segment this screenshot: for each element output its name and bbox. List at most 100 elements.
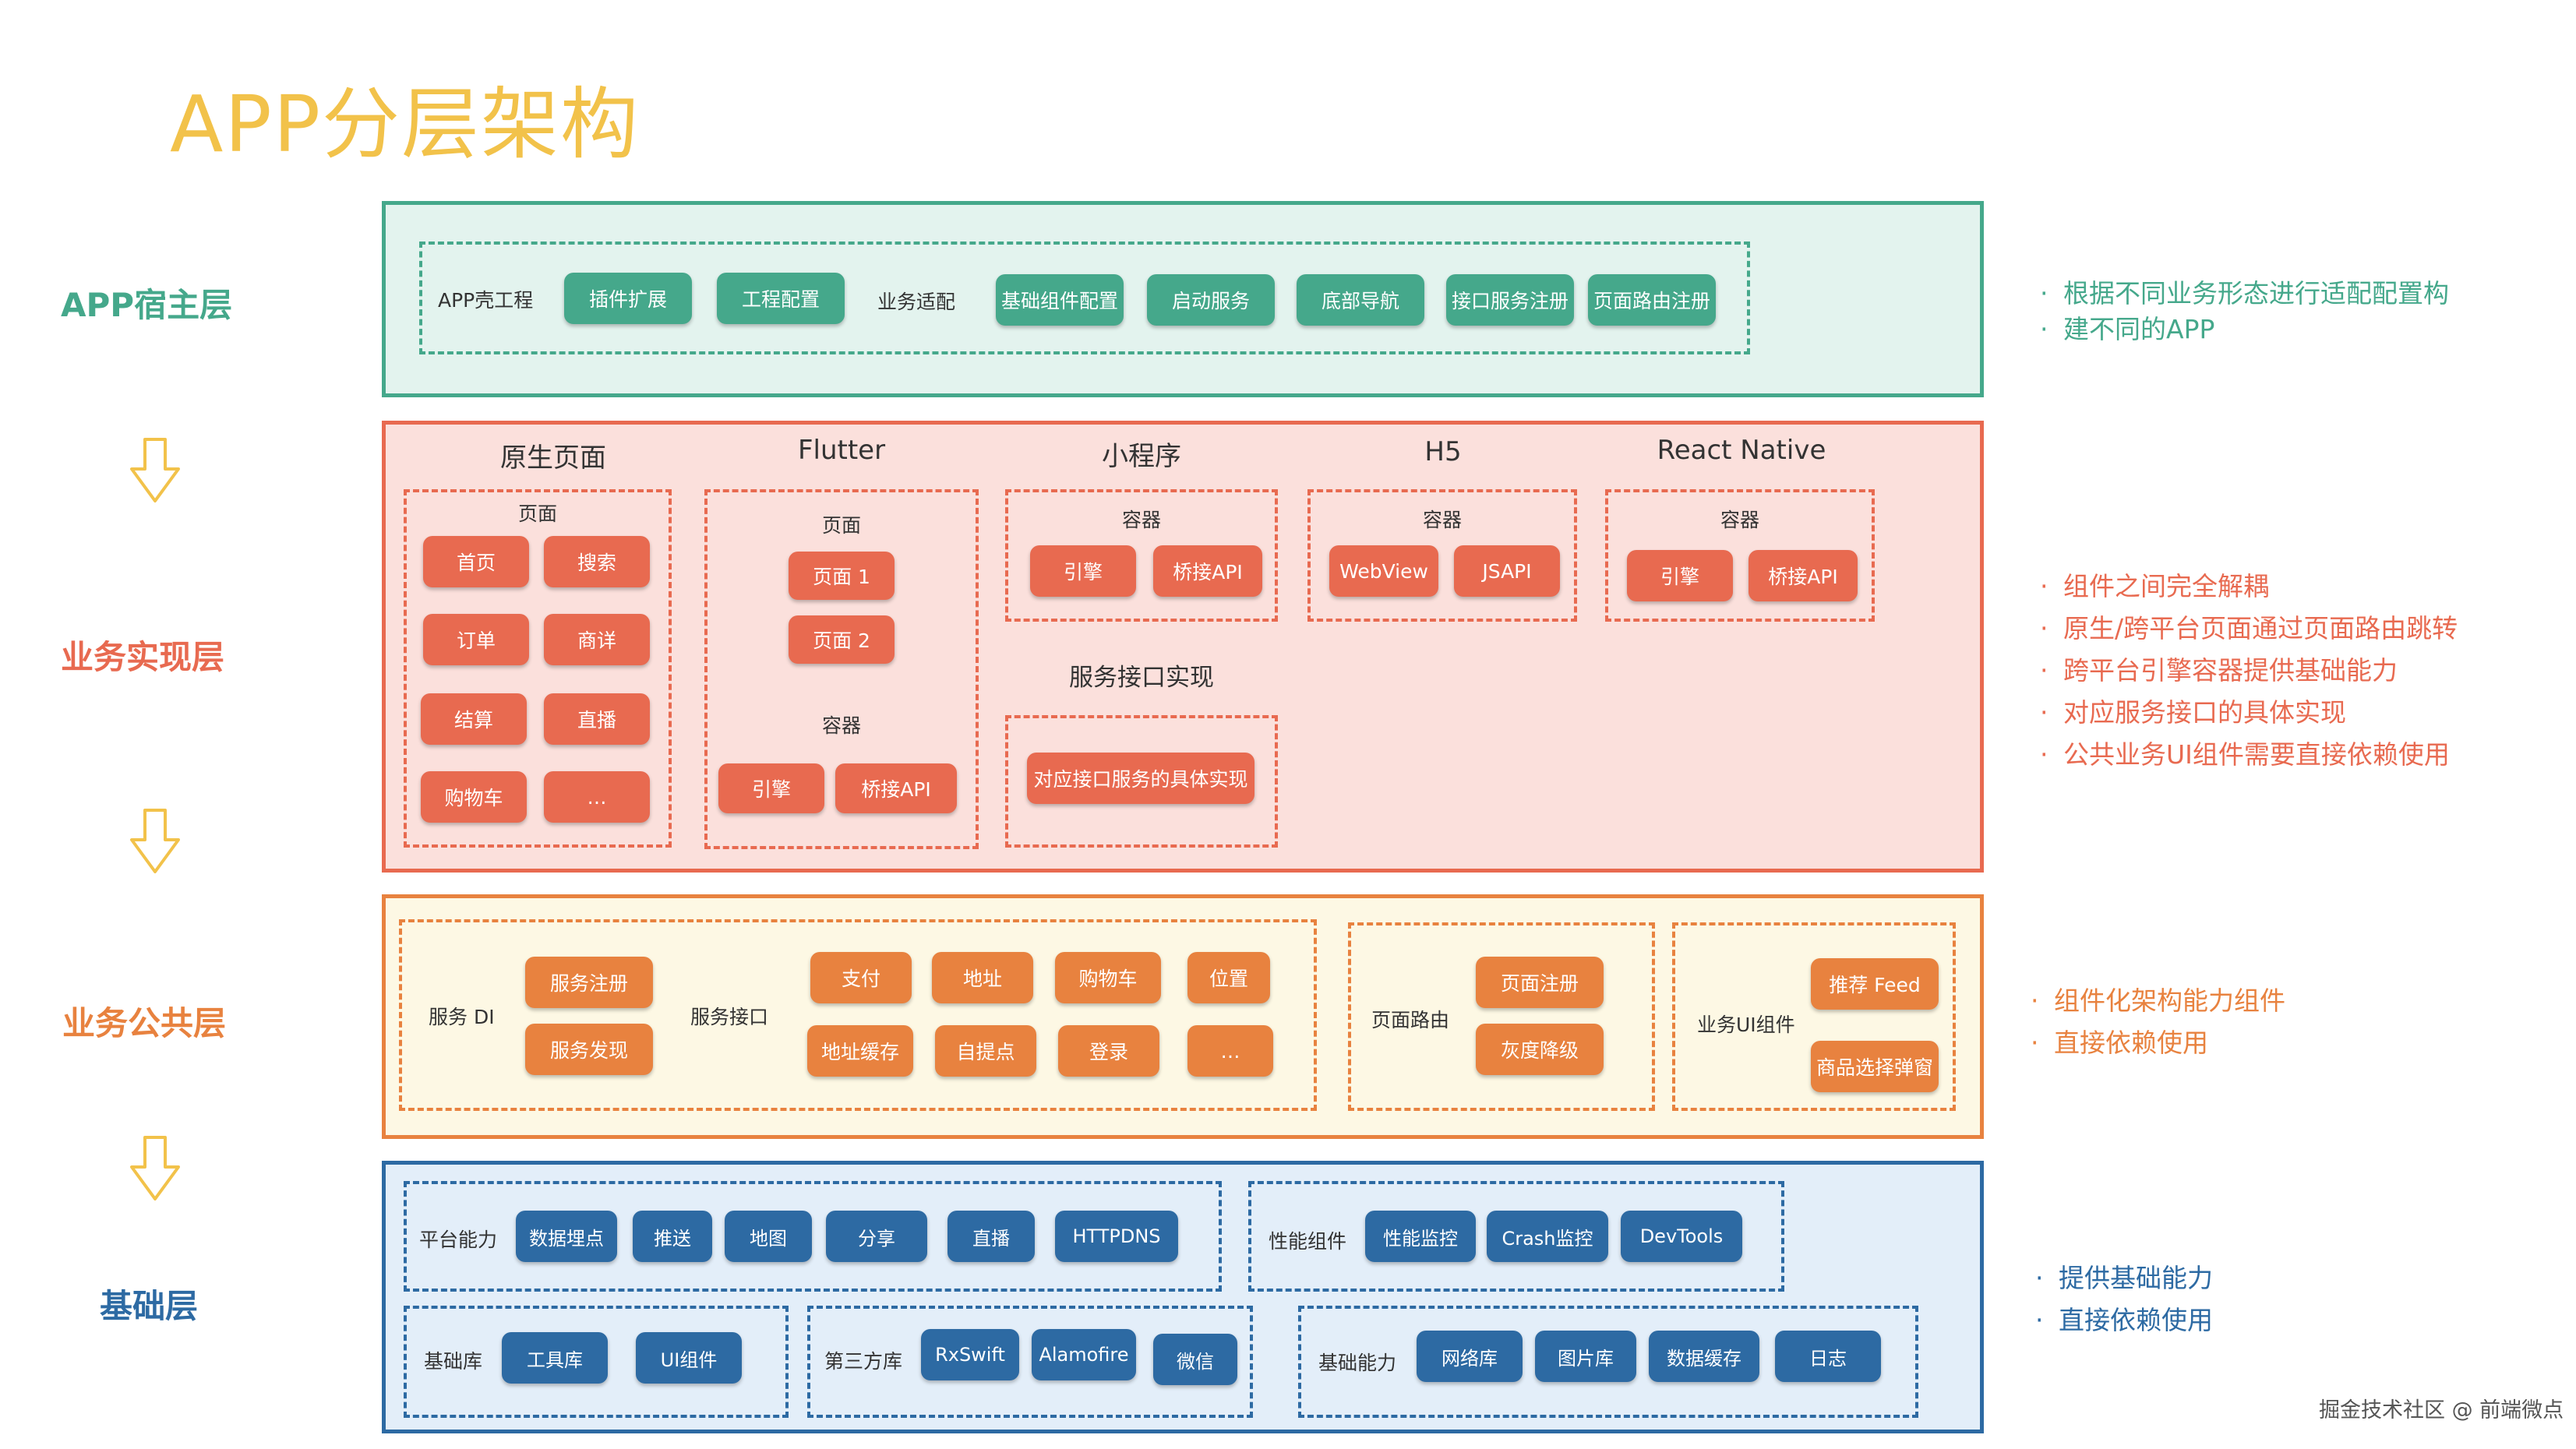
miniapp-container-group <box>1005 489 1278 622</box>
base-ability-item[interactable]: 日志 <box>1775 1331 1881 1382</box>
host-notes: 根据不同业务形态进行适配配置构 建不同的APP <box>2040 276 2449 347</box>
business-note: 对应服务接口的具体实现 <box>2040 692 2458 734</box>
native-page-item[interactable]: 直播 <box>544 693 650 745</box>
base-ability-item[interactable]: 网络库 <box>1417 1331 1523 1382</box>
platform-item[interactable]: 数据埋点 <box>516 1211 617 1262</box>
native-page-item[interactable]: 结算 <box>421 693 527 745</box>
flutter-engine-button[interactable]: 引擎 <box>718 763 824 813</box>
service-impl-button[interactable]: 对应接口服务的具体实现 <box>1027 753 1254 804</box>
flutter-container-label: 容器 <box>821 714 861 737</box>
base-ability-label: 基础能力 <box>1318 1352 1397 1374</box>
base-ability-item[interactable]: 图片库 <box>1535 1331 1636 1382</box>
business-note: 公共业务UI组件需要直接依赖使用 <box>2040 734 2458 776</box>
performance-item[interactable]: 性能监控 <box>1365 1211 1476 1262</box>
third-party-item[interactable]: Alamofire <box>1032 1329 1136 1380</box>
service-api-item[interactable]: 支付 <box>810 952 912 1003</box>
service-api-item[interactable]: 地址缓存 <box>807 1025 913 1077</box>
platform-item[interactable]: 地图 <box>725 1211 812 1262</box>
third-party-group <box>807 1306 1253 1418</box>
layer-label-base: 基础层 <box>100 1287 199 1325</box>
service-impl-group <box>1005 715 1278 848</box>
miniapp-container-label: 容器 <box>1121 509 1161 531</box>
flutter-group <box>704 489 979 849</box>
flutter-bridge-button[interactable]: 桥接API <box>835 763 957 813</box>
layer-label-host: APP宿主层 <box>61 286 233 324</box>
base-ability-item[interactable]: 数据缓存 <box>1649 1331 1759 1382</box>
host-item[interactable]: 页面路由注册 <box>1588 274 1716 326</box>
base-lib-item[interactable]: 工具库 <box>502 1332 608 1384</box>
service-api-item[interactable]: 位置 <box>1187 952 1270 1003</box>
performance-item[interactable]: Crash监控 <box>1487 1211 1608 1262</box>
service-api-label: 服务接口 <box>690 1006 769 1028</box>
h5-jsapi-button[interactable]: JSAPI <box>1454 545 1560 597</box>
common-note: 直接依赖使用 <box>2031 1022 2285 1064</box>
flutter-title: Flutter <box>797 435 886 466</box>
performance-label: 性能组件 <box>1269 1230 1347 1253</box>
business-note: 原生/跨平台页面通过页面路由跳转 <box>2040 608 2458 650</box>
miniapp-engine-button[interactable]: 引擎 <box>1030 545 1136 597</box>
service-api-item[interactable]: 地址 <box>932 952 1033 1003</box>
base-lib-label: 基础库 <box>424 1350 483 1373</box>
host-item[interactable]: 启动服务 <box>1147 274 1275 326</box>
miniapp-bridge-button[interactable]: 桥接API <box>1153 545 1262 597</box>
rn-container-group <box>1605 489 1875 622</box>
host-item[interactable]: 底部导航 <box>1297 274 1424 326</box>
business-notes: 组件之间完全解耦 原生/跨平台页面通过页面路由跳转 跨平台引擎容器提供基础能力 … <box>2040 566 2458 776</box>
native-pages-group <box>404 489 672 848</box>
base-lib-item[interactable]: UI组件 <box>636 1332 742 1384</box>
native-page-item[interactable]: 首页 <box>423 536 529 587</box>
page-router-group <box>1348 922 1655 1111</box>
performance-item[interactable]: DevTools <box>1621 1211 1742 1262</box>
host-item[interactable]: 基础组件配置 <box>996 274 1124 326</box>
performance-group <box>1248 1181 1784 1292</box>
service-discover-button[interactable]: 服务发现 <box>525 1024 653 1075</box>
gray-release-button[interactable]: 灰度降级 <box>1476 1024 1604 1075</box>
host-layer-group <box>419 242 1750 354</box>
native-page-item[interactable]: 购物车 <box>421 771 527 823</box>
native-page-item[interactable]: 订单 <box>423 614 529 665</box>
host-item[interactable]: 接口服务注册 <box>1446 274 1574 326</box>
product-popup-button[interactable]: 商品选择弹窗 <box>1811 1041 1939 1092</box>
rn-bridge-button[interactable]: 桥接API <box>1749 550 1858 601</box>
platform-ability-label: 平台能力 <box>419 1229 498 1251</box>
recommend-feed-button[interactable]: 推荐 Feed <box>1811 958 1939 1010</box>
service-group <box>399 919 1317 1111</box>
service-api-item[interactable]: 自提点 <box>935 1025 1036 1077</box>
h5-title: H5 <box>1424 436 1462 467</box>
third-party-item[interactable]: 微信 <box>1153 1334 1237 1385</box>
rn-engine-button[interactable]: 引擎 <box>1627 550 1733 601</box>
flutter-page-item[interactable]: 页面 1 <box>789 552 895 600</box>
rn-container-label: 容器 <box>1720 509 1759 531</box>
layer-label-business: 业务实现层 <box>61 638 225 676</box>
platform-item[interactable]: 推送 <box>633 1211 712 1262</box>
service-api-item[interactable]: … <box>1187 1025 1273 1077</box>
down-arrow-icon <box>130 1136 180 1200</box>
platform-item[interactable]: HTTPDNS <box>1055 1211 1178 1262</box>
service-api-item[interactable]: 登录 <box>1058 1025 1159 1077</box>
host-note: 根据不同业务形态进行适配配置构 <box>2040 276 2449 312</box>
native-page-item[interactable]: … <box>544 771 650 823</box>
common-layer-panel <box>382 894 1984 1139</box>
project-config-button[interactable]: 工程配置 <box>717 273 845 324</box>
business-note: 组件之间完全解耦 <box>2040 566 2458 608</box>
h5-container-label: 容器 <box>1422 509 1462 531</box>
platform-item[interactable]: 直播 <box>947 1211 1035 1262</box>
miniapp-title: 小程序 <box>1102 441 1181 472</box>
native-page-item[interactable]: 搜索 <box>544 536 650 587</box>
service-api-item[interactable]: 购物车 <box>1055 952 1161 1003</box>
third-party-item[interactable]: RxSwift <box>921 1329 1019 1380</box>
down-arrow-icon <box>130 809 180 873</box>
business-ui-group <box>1672 922 1956 1111</box>
service-register-button[interactable]: 服务注册 <box>525 957 653 1008</box>
native-page-item[interactable]: 商详 <box>544 614 650 665</box>
page-router-label: 页面路由 <box>1371 1009 1450 1031</box>
plugin-extension-button[interactable]: 插件扩展 <box>564 273 692 324</box>
common-note: 组件化架构能力组件 <box>2031 980 2285 1022</box>
h5-webview-button[interactable]: WebView <box>1329 545 1438 597</box>
page-register-button[interactable]: 页面注册 <box>1476 957 1604 1008</box>
platform-item[interactable]: 分享 <box>826 1211 927 1262</box>
base-lib-group <box>404 1306 789 1418</box>
flutter-pages-label: 页面 <box>821 514 861 537</box>
common-notes: 组件化架构能力组件 直接依赖使用 <box>2031 980 2285 1064</box>
flutter-page-item[interactable]: 页面 2 <box>789 615 895 664</box>
